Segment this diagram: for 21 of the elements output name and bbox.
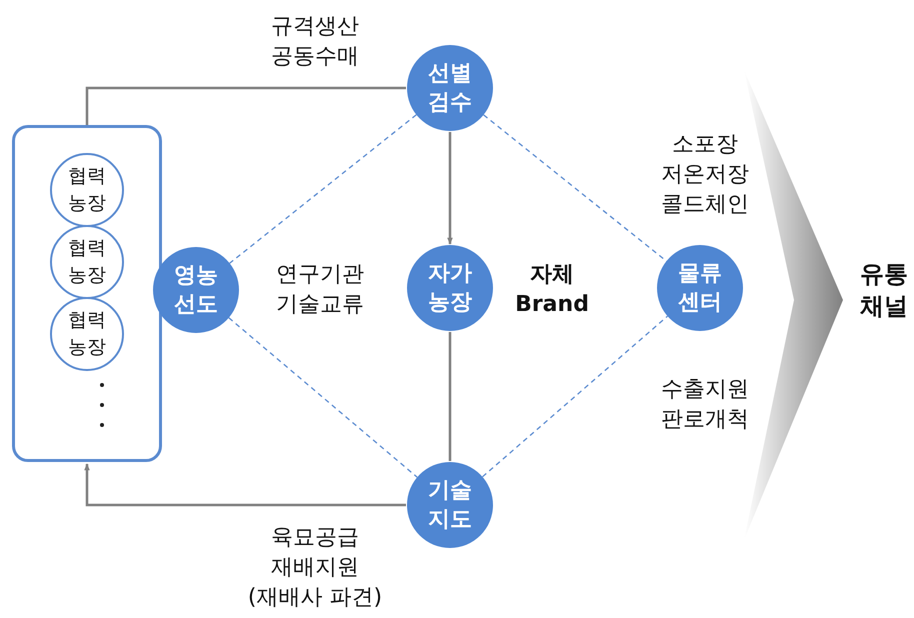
node-label: 자가 농장 (427, 260, 473, 317)
node-caption: 자체 Brand (514, 261, 590, 319)
connector-line (86, 86, 406, 125)
node-label: 협력 농장 (67, 236, 107, 288)
node-label: 선별 검수 (427, 60, 473, 117)
node-label: 물류 센터 (677, 260, 723, 317)
group-box (12, 125, 162, 462)
node-caption: 수출지원 판로개척 (660, 376, 750, 434)
node-label: 협력 농장 (67, 308, 107, 360)
node-label: 협력 농장 (67, 164, 107, 216)
dashed-line (229, 114, 417, 264)
node-caption: 소포장 저온저장 콜드체인 (660, 131, 750, 219)
dashed-line (228, 317, 418, 478)
node-label: 영농 선도 (173, 262, 219, 319)
node-label: 기술 지도 (427, 477, 473, 534)
connector-line (448, 332, 452, 461)
arrow (84, 463, 406, 506)
note-text: 연구기관 기술교류 (275, 261, 365, 319)
arrow (447, 132, 453, 245)
dashed-line (482, 316, 668, 478)
node-label: 유통 채널 (854, 258, 914, 322)
